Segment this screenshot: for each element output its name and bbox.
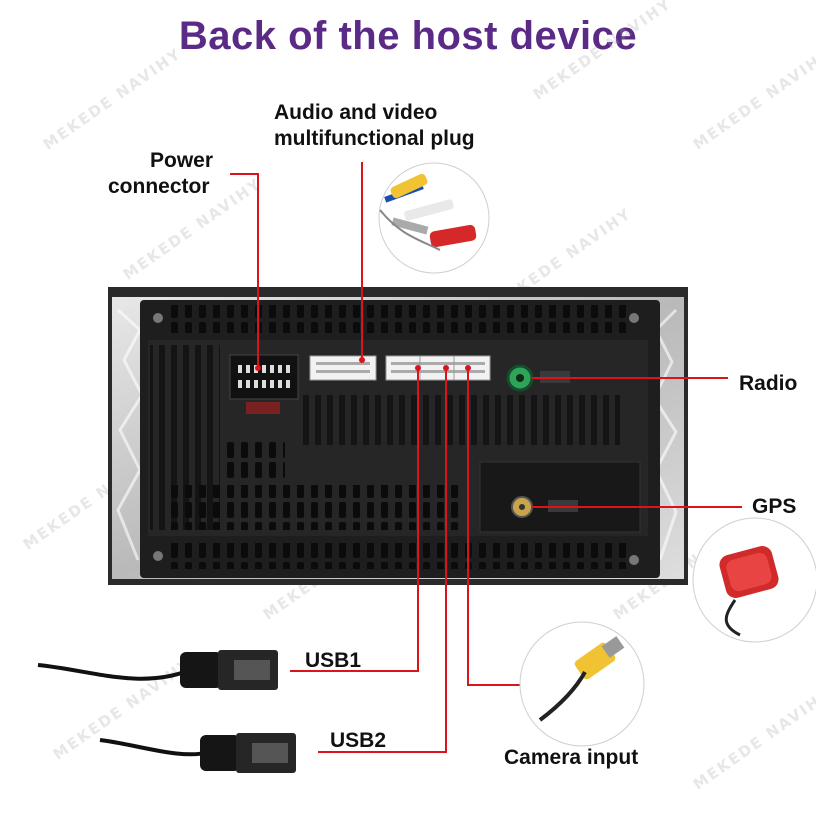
gps-connector xyxy=(511,496,578,518)
av-cable-photo xyxy=(378,162,490,274)
audio-video-label-line2: multifunctional plug xyxy=(274,127,475,150)
usb2-cable xyxy=(99,733,296,773)
gps-antenna-photo xyxy=(692,517,816,643)
radio-label: Radio xyxy=(739,372,798,395)
leader-lines xyxy=(230,162,742,753)
audio-video-label-line1: Audio and video xyxy=(274,101,438,124)
power-connector-label-line1: Power xyxy=(150,149,214,172)
device-body xyxy=(140,300,660,578)
radio-antenna-connector xyxy=(506,364,570,392)
camera-input-label: Camera input xyxy=(504,746,639,769)
camera-rca-photo xyxy=(519,621,645,747)
page-title: Back of the host device xyxy=(178,14,638,58)
usb-camera-connectors xyxy=(385,355,491,381)
usb1-cable xyxy=(37,650,278,690)
audio-video-connector xyxy=(309,355,377,381)
gps-label: GPS xyxy=(752,495,797,518)
usb1-label: USB1 xyxy=(305,649,362,672)
power-connector-label-line2: connector xyxy=(108,175,210,198)
usb2-label: USB2 xyxy=(330,729,387,752)
